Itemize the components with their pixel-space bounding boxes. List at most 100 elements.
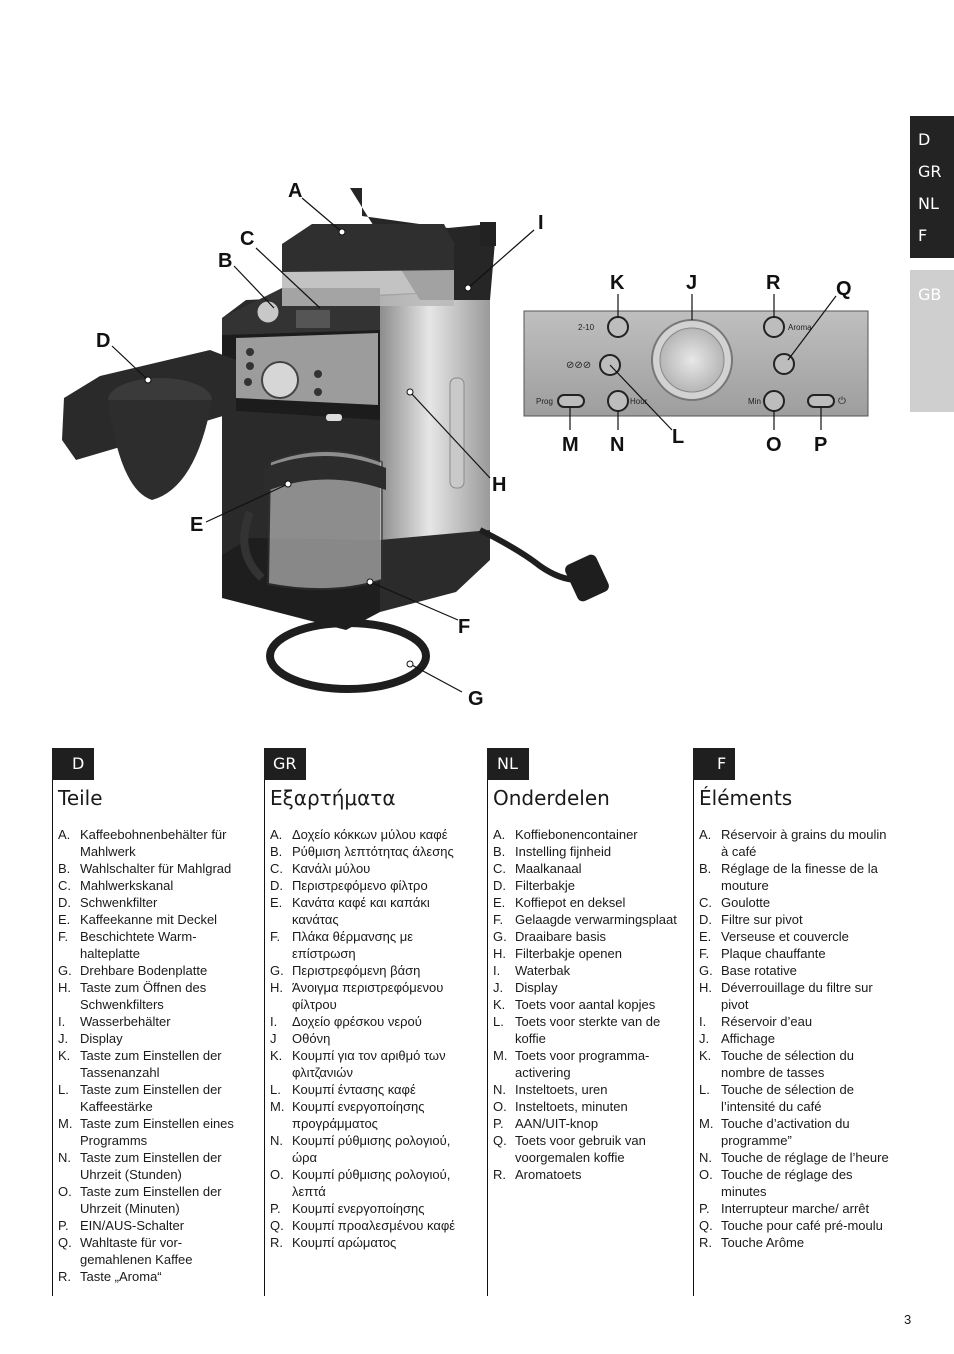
part-key: I. xyxy=(493,963,501,978)
part-list-item: L.Touche de sélection de l’intensité du … xyxy=(699,1081,893,1115)
part-key: K. xyxy=(493,997,506,1012)
part-label: Réglage de la finesse de la mouture xyxy=(721,861,878,893)
part-key: E. xyxy=(493,895,506,910)
callout-l: L xyxy=(672,426,685,448)
part-label: Wahlschalter für Mahlgrad xyxy=(80,861,232,876)
lang-tab-gr: GR xyxy=(918,162,942,181)
part-list-item: F.Plaque chauffante xyxy=(699,945,893,962)
part-key: I. xyxy=(270,1014,278,1029)
callout-a: A xyxy=(288,180,303,202)
lang-tab-f: F xyxy=(918,226,928,245)
part-list-item: B.Ρύθμιση λεπτότητας άλεσης xyxy=(270,843,474,860)
part-key: F. xyxy=(270,929,281,944)
column-title: Éléments xyxy=(699,786,793,810)
part-list-item: E.Koffiepot en deksel xyxy=(493,894,677,911)
part-key: A. xyxy=(699,827,712,842)
callout-g: G xyxy=(468,688,484,710)
part-list-item: D.Filterbakje xyxy=(493,877,677,894)
part-label: Touche pour café pré-moulu xyxy=(721,1218,883,1233)
part-key: F. xyxy=(493,912,504,927)
part-label: Κουμπί αρώματος xyxy=(292,1235,397,1250)
part-label: Koffiebonencontainer xyxy=(515,827,638,842)
part-label: Mahlwerkskanal xyxy=(80,878,174,893)
part-label: Οθόνη xyxy=(292,1031,331,1046)
control-panel-detail: 2-10 Aroma Prog Hour Min ⊘⊘⊘ ⏻ xyxy=(523,294,869,431)
part-label: Goulotte xyxy=(721,895,771,910)
part-key: F. xyxy=(699,946,710,961)
part-label: Touche d’activation du programme” xyxy=(721,1116,850,1148)
part-key: B. xyxy=(270,844,283,859)
part-label: Άνοιγμα περιστρεφόμενου φίλτρου xyxy=(292,980,444,1012)
part-key: R. xyxy=(58,1269,71,1284)
panel-label-cups: 2-10 xyxy=(578,323,595,332)
part-list-item: A.Koffiebonencontainer xyxy=(493,826,677,843)
part-key: I. xyxy=(699,1014,707,1029)
part-key: B. xyxy=(493,844,506,859)
column-lang-badge: NL xyxy=(487,748,529,780)
part-label: Kaffeebohnenbehälter für Mahlwerk xyxy=(80,827,227,859)
part-label: Touche de sélection du nombre de tasses xyxy=(721,1048,854,1080)
part-key: N. xyxy=(493,1082,506,1097)
part-key: N. xyxy=(270,1133,283,1148)
part-key: M. xyxy=(58,1116,73,1131)
part-label: Toets voor sterkte van de koffie xyxy=(515,1014,661,1046)
part-key: D. xyxy=(493,878,506,893)
part-list-item: M.Toets voor programma-activering xyxy=(493,1047,677,1081)
part-label: Beschichtete Warm-halteplatte xyxy=(80,929,197,961)
part-list-item: I.Réservoir d’eau xyxy=(699,1013,893,1030)
part-key: E. xyxy=(58,912,71,927)
machine-body xyxy=(222,288,490,630)
column-lang-badge: GR xyxy=(264,748,306,780)
part-list-item: F.Gelaagde verwarmingsplaat xyxy=(493,911,677,928)
part-label: Δοχείο κόκκων μύλου καφέ xyxy=(292,827,448,842)
callout-c: C xyxy=(240,228,255,250)
column-title: Teile xyxy=(58,786,103,810)
part-key: O. xyxy=(699,1167,713,1182)
leader-dots xyxy=(144,228,472,668)
part-list-item: P.Interrupteur marche/ arrêt xyxy=(699,1200,893,1217)
part-list-item: F. Beschichtete Warm-halteplatte xyxy=(58,928,252,962)
swivel-filter xyxy=(62,350,236,500)
callout-n: N xyxy=(610,434,625,456)
part-list-item: A.Réservoir à grains du moulin à café xyxy=(699,826,893,860)
part-label: Toets voor aantal kopjes xyxy=(515,997,656,1012)
part-key: P. xyxy=(270,1201,281,1216)
part-list-item: E.Verseuse et couvercle xyxy=(699,928,893,945)
part-key: E. xyxy=(699,929,712,944)
part-key: J xyxy=(270,1031,277,1046)
part-list-item: D.Filtre sur pivot xyxy=(699,911,893,928)
part-label: Touche de réglage de l’heure xyxy=(721,1150,889,1165)
language-tabs: D GR NL F xyxy=(910,116,954,258)
part-list-item: R.Κουμπί αρώματος xyxy=(270,1234,474,1251)
panel-label-hour: Hour xyxy=(630,397,648,406)
part-label: Touche de réglage des minutes xyxy=(721,1167,853,1199)
callout-d: D xyxy=(96,330,111,352)
column-rule xyxy=(52,748,53,1296)
part-list-item: M.Taste zum Einstellen eines Programms xyxy=(58,1115,252,1149)
part-key: K. xyxy=(58,1048,71,1063)
part-list-item: N.Insteltoets, uren xyxy=(493,1081,677,1098)
part-list-item: D.Περιστρεφόμενο φίλτρο xyxy=(270,877,474,894)
part-key: F. xyxy=(58,929,69,944)
part-label: Κανάτα καφέ και καπάκι κανάτας xyxy=(292,895,430,927)
callout-k: K xyxy=(610,272,625,294)
part-key: I. xyxy=(58,1014,66,1029)
part-list-item: D.Schwenkfilter xyxy=(58,894,252,911)
part-list-item: R.Touche Arôme xyxy=(699,1234,893,1251)
panel-label-aroma: Aroma xyxy=(788,323,812,332)
column-title: Εξαρτήματα xyxy=(270,786,396,810)
bean-container xyxy=(282,224,454,306)
part-label: Wasserbehälter xyxy=(80,1014,171,1029)
part-key: J. xyxy=(493,980,504,995)
part-list-item: B.Instelling fijnheid xyxy=(493,843,677,860)
part-label: Taste zum Einstellen der Tassenanzahl xyxy=(80,1048,222,1080)
callout-p: P xyxy=(814,434,828,456)
column-rule xyxy=(264,748,265,1296)
part-label: Draaibare basis xyxy=(515,929,607,944)
part-key: E. xyxy=(270,895,283,910)
strength-icon: ⊘⊘⊘ xyxy=(566,360,591,371)
part-key: R. xyxy=(699,1235,712,1250)
callout-j: J xyxy=(686,272,698,294)
